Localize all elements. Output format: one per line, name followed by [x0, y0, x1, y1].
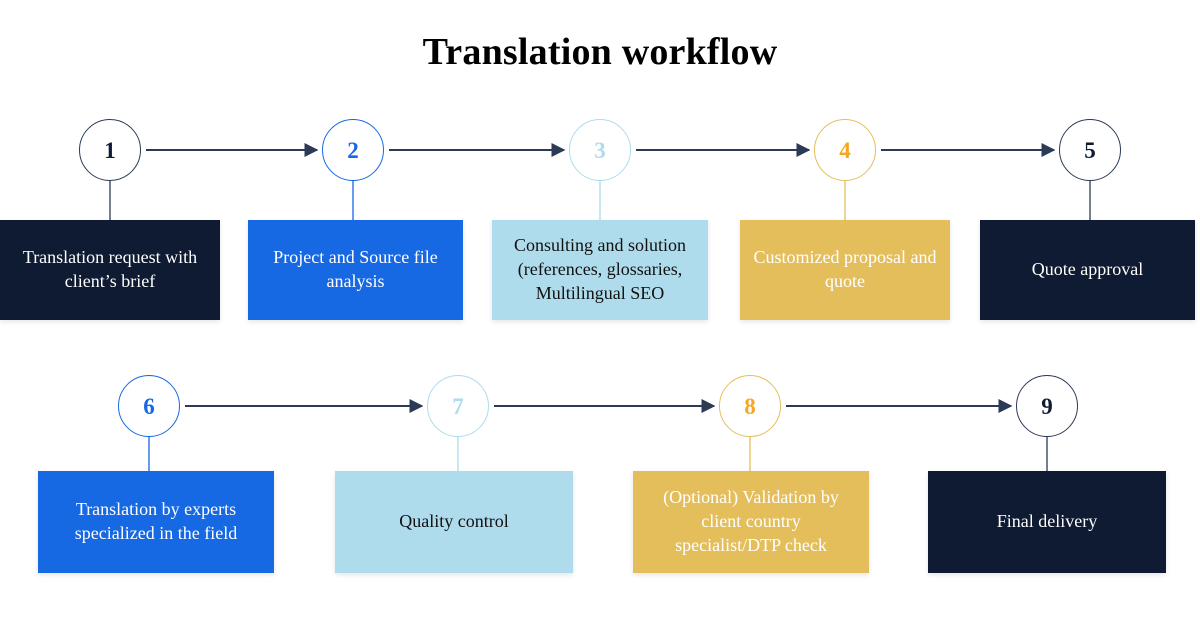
step-box-6[interactable]: Translation by experts specialized in th…: [38, 471, 274, 573]
step-number-label: 6: [143, 393, 155, 419]
step-box-3[interactable]: Consulting and solution (references, glo…: [492, 220, 708, 320]
step-circle-1[interactable]: 1: [79, 119, 141, 181]
step-box-2[interactable]: Project and Source file analysis: [248, 220, 463, 320]
step-number-label: 5: [1084, 137, 1096, 163]
step-box-5[interactable]: Quote approval: [980, 220, 1195, 320]
step-box-9[interactable]: Final delivery: [928, 471, 1166, 573]
step-circle-2[interactable]: 2: [322, 119, 384, 181]
step-box-label: Quote approval: [1031, 259, 1144, 280]
step-circle-7[interactable]: 7: [427, 375, 489, 437]
step-box-1[interactable]: Translation request with client’s brief: [0, 220, 220, 320]
step-number-label: 2: [347, 137, 359, 163]
step-box-label: Translation request with client’s brief: [22, 247, 198, 291]
step-number-label: 3: [594, 137, 606, 163]
step-circle-5[interactable]: 5: [1059, 119, 1121, 181]
step-circle-8[interactable]: 8: [719, 375, 781, 437]
step-circle-4[interactable]: 4: [814, 119, 876, 181]
step-circle-3[interactable]: 3: [569, 119, 631, 181]
step-number-label: 8: [744, 393, 756, 419]
step-box-label: Customized proposal and quote: [753, 247, 937, 291]
step-box-label: Final delivery: [996, 511, 1098, 532]
step-number-label: 1: [104, 137, 116, 163]
step-circle-6[interactable]: 6: [118, 375, 180, 437]
step-box-label: (Optional) Validation by client country …: [663, 487, 839, 555]
step-box-8[interactable]: (Optional) Validation by client country …: [633, 471, 869, 573]
step-box-7[interactable]: Quality control: [335, 471, 573, 573]
step-number-label: 9: [1041, 393, 1053, 419]
step-number-label: 4: [839, 137, 851, 163]
step-box-label: Consulting and solution (references, glo…: [513, 235, 686, 303]
step-number-label: 7: [452, 393, 464, 419]
step-box-label: Project and Source file analysis: [273, 247, 438, 291]
step-box-4[interactable]: Customized proposal and quote: [740, 220, 950, 320]
step-circle-9[interactable]: 9: [1016, 375, 1078, 437]
page-title: Translation workflow: [422, 31, 778, 73]
step-box-label: Translation by experts specialized in th…: [74, 499, 238, 543]
step-box-label: Quality control: [399, 511, 509, 532]
